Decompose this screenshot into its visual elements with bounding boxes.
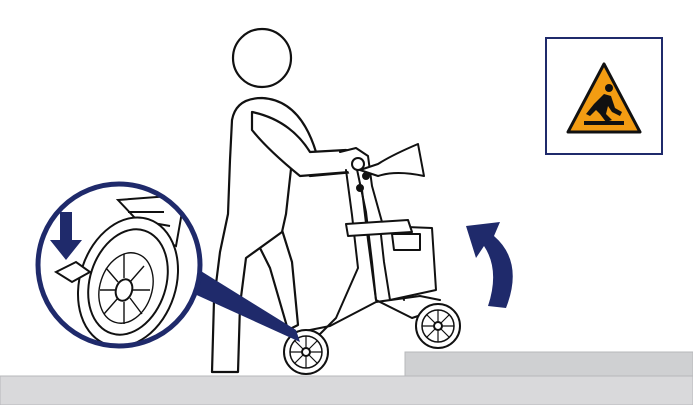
floor — [0, 376, 693, 405]
front-wheel — [416, 304, 460, 348]
curb-step — [405, 352, 693, 376]
trip-hazard-warning-icon — [546, 38, 662, 154]
person-head — [233, 29, 291, 87]
detail-callout — [36, 182, 202, 360]
curved-arrow-icon — [466, 222, 513, 308]
